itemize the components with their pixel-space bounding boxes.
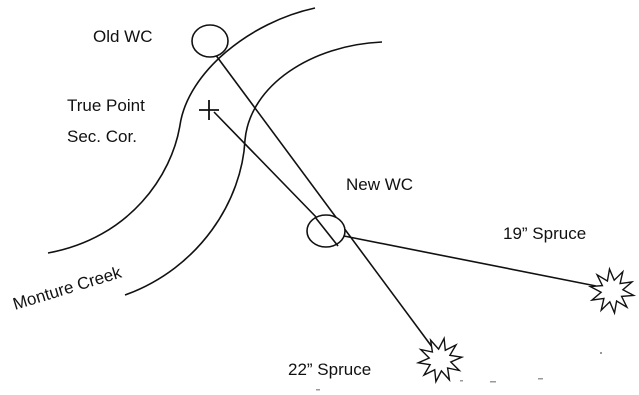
old-wc-label: Old WC — [93, 27, 153, 46]
creek-bank-lower — [124, 41, 383, 296]
spruce-19-starburst-icon — [587, 266, 637, 316]
new-wc-line-through — [314, 216, 339, 247]
true-point-cross-icon — [199, 100, 219, 120]
scan-specks — [316, 352, 602, 391]
spruce-22-starburst-icon — [415, 335, 465, 385]
creek-bank-upper — [47, 7, 316, 254]
true-point-label-line2: Sec. Cor. — [67, 127, 137, 146]
true-point-label-line1: True Point — [67, 96, 145, 115]
spruce-19-label: 19” Spruce — [503, 224, 586, 243]
line-old-wc-to-22-spruce — [211, 49, 439, 356]
new-wc-label: New WC — [346, 175, 413, 194]
spruce-22-label: 22” Spruce — [288, 360, 371, 379]
line-true-point-to-new-wc — [213, 111, 319, 220]
old-wc-marker — [191, 24, 229, 58]
monture-creek-label: Monture Creek — [11, 263, 125, 314]
line-new-wc-to-19-spruce — [343, 235, 597, 287]
